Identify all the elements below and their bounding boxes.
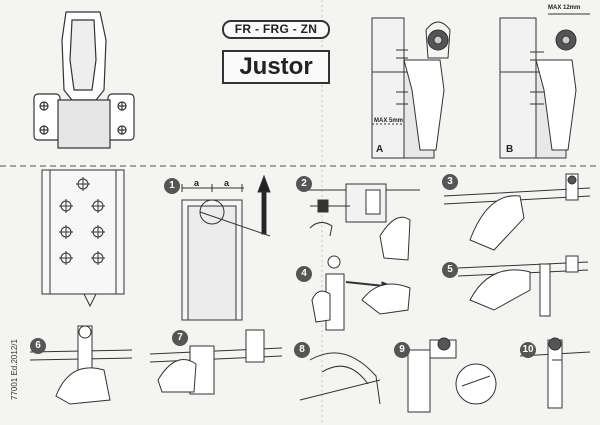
step-number-9: 9: [394, 342, 410, 358]
panel-b-illustration: [499, 13, 590, 159]
step-1-dimension-label-right: a: [224, 178, 230, 188]
panel-a-illustration: [371, 17, 451, 159]
step-10-illustration: [519, 337, 591, 409]
step-number-5: 5: [442, 262, 458, 278]
step-number-6: 6: [30, 338, 46, 354]
product-illustration: [33, 11, 135, 149]
step-4-illustration: [311, 255, 411, 331]
panel-b-letter: B: [506, 144, 514, 155]
step-number-10: 10: [520, 342, 536, 358]
step-8-illustration: [299, 352, 381, 405]
step-1-dimension-label-left: a: [194, 178, 200, 188]
product-codes: FR - FRG - ZN: [222, 20, 330, 39]
panel-b-clearance-label: MAX 12mm: [548, 5, 581, 11]
panel-a-clearance-label: MAX 5mm: [374, 118, 404, 124]
step-6-illustration: [29, 325, 133, 405]
step-7-illustration: [149, 329, 283, 395]
step-number-7: 7: [172, 330, 188, 346]
step-number-1: 1: [164, 178, 180, 194]
drilling-template: [41, 169, 125, 308]
step-number-8: 8: [294, 342, 310, 358]
step-3-illustration: [443, 173, 591, 251]
panel-a-letter: A: [376, 144, 384, 155]
step-number-3: 3: [442, 174, 458, 190]
document-reference: 77001 Ed.2012/1: [10, 339, 19, 400]
step-2-illustration: [300, 183, 420, 261]
step-number-2: 2: [296, 176, 312, 192]
step-5-illustration: [457, 255, 589, 317]
brand-logo: Justor: [222, 50, 330, 84]
step-1-illustration: [181, 174, 271, 321]
step-number-4: 4: [296, 266, 312, 282]
step-9-illustration: [407, 337, 497, 413]
